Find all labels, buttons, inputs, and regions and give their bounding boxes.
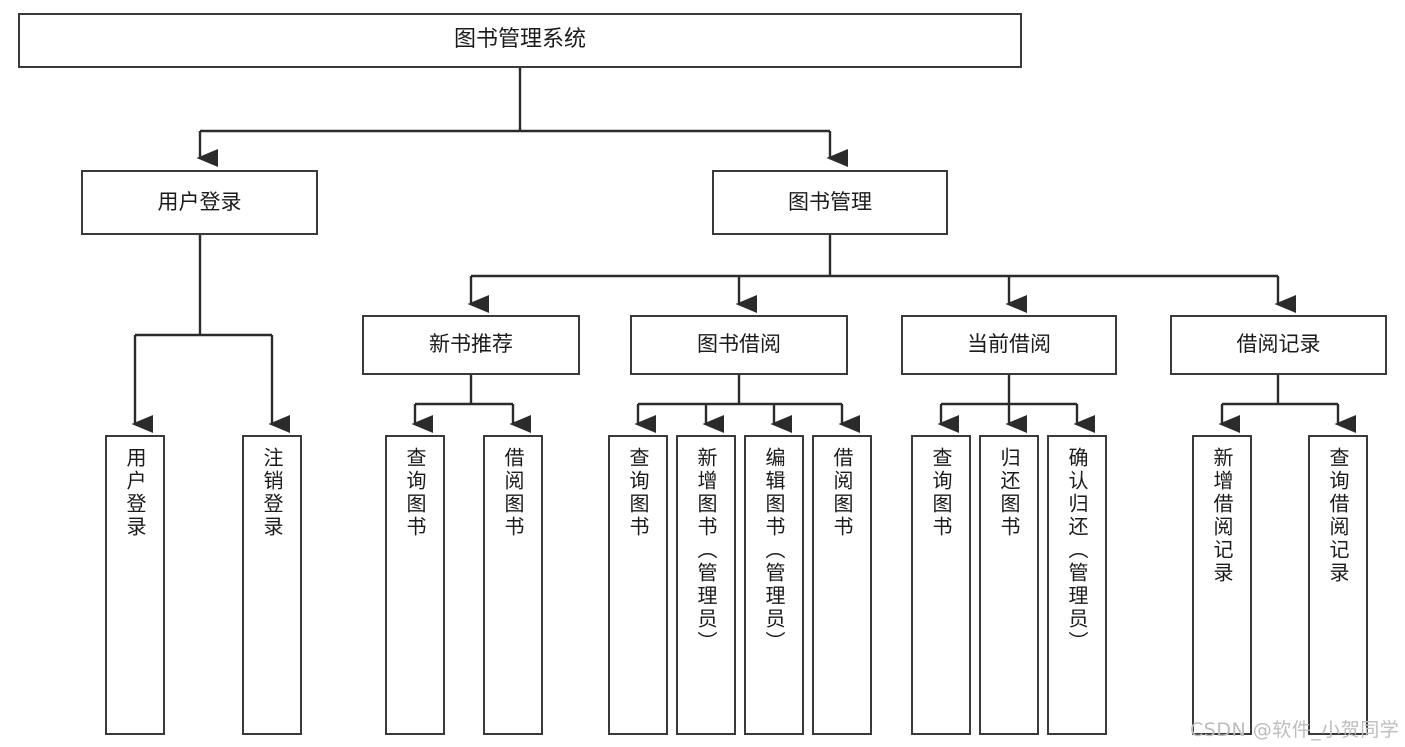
node-leaf-edit-book-admin[interactable]: 编辑图书（管理员） [744, 435, 804, 735]
node-label: 编辑图书（管理员） [762, 447, 786, 654]
node-leaf-query-book-new[interactable]: 查询图书 [385, 435, 445, 735]
node-leaf-confirm-return-admin[interactable]: 确认归还（管理员） [1047, 435, 1107, 735]
node-label: 图书管理 [788, 189, 872, 214]
node-label: 图书管理系统 [453, 27, 586, 53]
node-leaf-user-login[interactable]: 用户登录 [105, 435, 165, 735]
node-leaf-borrow-book-new[interactable]: 借阅图书 [483, 435, 543, 735]
node-leaf-logout[interactable]: 注销登录 [242, 435, 302, 735]
node-leaf-query-book-current[interactable]: 查询图书 [911, 435, 971, 735]
node-label: 新书推荐 [429, 332, 513, 357]
node-leaf-borrow-book[interactable]: 借阅图书 [812, 435, 872, 735]
node-label: 借阅记录 [1236, 332, 1321, 357]
node-book-management[interactable]: 图书管理 [712, 170, 948, 235]
node-label: 确认归还（管理员） [1065, 447, 1089, 654]
node-user-login[interactable]: 用户登录 [81, 170, 318, 235]
node-new-book-recommend[interactable]: 新书推荐 [362, 315, 580, 375]
node-label: 查询图书 [403, 447, 427, 539]
node-leaf-query-book-borrow[interactable]: 查询图书 [608, 435, 668, 735]
node-label: 用户登录 [123, 447, 147, 539]
node-borrow-record[interactable]: 借阅记录 [1170, 315, 1387, 375]
node-label: 借阅图书 [501, 447, 525, 539]
node-label: 归还图书 [997, 447, 1021, 539]
node-root-system[interactable]: 图书管理系统 [18, 13, 1022, 68]
node-current-borrow[interactable]: 当前借阅 [901, 315, 1117, 375]
node-label: 图书借阅 [697, 332, 781, 357]
node-label: 新增图书（管理员） [694, 447, 718, 654]
node-label: 查询借阅记录 [1326, 447, 1350, 585]
node-label: 借阅图书 [830, 447, 854, 539]
node-label: 新增借阅记录 [1210, 447, 1234, 585]
node-leaf-add-borrow-record[interactable]: 新增借阅记录 [1192, 435, 1252, 735]
node-label: 查询图书 [929, 447, 953, 539]
node-book-borrow[interactable]: 图书借阅 [630, 315, 848, 375]
node-leaf-add-book-admin[interactable]: 新增图书（管理员） [676, 435, 736, 735]
node-label: 查询图书 [626, 447, 650, 539]
node-label: 当前借阅 [967, 332, 1051, 357]
node-leaf-return-book[interactable]: 归还图书 [979, 435, 1039, 735]
node-label: 注销登录 [260, 447, 284, 539]
node-leaf-query-borrow-record[interactable]: 查询借阅记录 [1308, 435, 1368, 735]
node-label: 用户登录 [157, 189, 242, 214]
